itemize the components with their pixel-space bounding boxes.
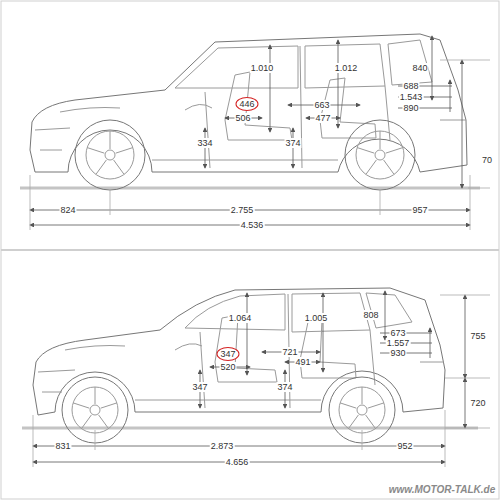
height-dimension: 1.064 [228, 313, 253, 323]
height-dimension: 374 [276, 382, 293, 392]
bottom-car [22, 288, 478, 443]
depth-dimension: 930 [389, 348, 406, 358]
height-dimension: 1.005 [304, 313, 329, 323]
length-dimension: 491 [294, 357, 311, 367]
overhang-dimension: 824 [59, 205, 76, 215]
wheel-spoke [384, 160, 395, 175]
height-dimension: 70 [481, 155, 493, 165]
wheel-spoke [340, 403, 356, 408]
bottom-dimensions [33, 291, 490, 467]
wheel-spoke [362, 387, 363, 404]
wheel-spoke [110, 131, 111, 149]
wheel-spoke [366, 160, 377, 175]
divider [1, 249, 499, 251]
wheelbase-dimension: 2.755 [230, 205, 255, 215]
length-dimension: 721 [281, 347, 298, 357]
watermark: www.MOTOR-TALK.de [388, 485, 496, 495]
top-car [20, 34, 480, 190]
wheel-spoke [357, 148, 374, 154]
wheel-spoke [368, 403, 384, 408]
wheel-spoke [96, 160, 107, 175]
depth-dimension: 688 [402, 81, 419, 91]
wheel-spoke [366, 415, 376, 429]
wheel-spoke [101, 403, 117, 408]
depth-dimension: 1.543 [399, 92, 424, 102]
length-dimension: 663 [313, 100, 330, 110]
wheel-spoke [87, 148, 104, 154]
wheelbase-dimension: 2.873 [210, 441, 235, 451]
height-dimension: 1.010 [250, 63, 275, 73]
depth-dimension: 1.557 [386, 338, 411, 348]
wheel-spoke [99, 415, 109, 429]
overhang-dimension: 831 [54, 441, 71, 451]
length-dimension: 520 [219, 362, 236, 372]
wheel-spoke [348, 415, 358, 429]
wheel-spoke [81, 415, 91, 429]
height-dimension: 720 [469, 398, 486, 408]
depth-dimension: 890 [402, 103, 419, 113]
wheel-spoke [73, 403, 89, 408]
length-dimension: 506 [234, 113, 251, 123]
height-dimension: 755 [469, 331, 486, 341]
height-dimension: 334 [196, 138, 213, 148]
height-dimension: 1.012 [334, 63, 359, 73]
height-dimension: 347 [191, 382, 208, 392]
height-dimension: 840 [411, 63, 428, 73]
wheel-spoke [386, 148, 403, 154]
wheel-spoke [114, 160, 125, 175]
depth-dimension: 673 [389, 328, 406, 338]
circled-dimension: 446 [235, 97, 258, 111]
overall-length: 4.656 [225, 457, 250, 467]
circled-dimension: 347 [216, 347, 239, 361]
overall-length: 4.536 [240, 220, 265, 230]
height-dimension: 808 [362, 310, 379, 320]
overhang-dimension: 952 [396, 441, 413, 451]
length-dimension: 477 [314, 113, 331, 123]
wheel-spoke [95, 387, 96, 404]
height-dimension: 374 [284, 138, 301, 148]
overhang-dimension: 957 [411, 205, 428, 215]
wheel-spoke [116, 148, 133, 154]
top-dimensions [30, 36, 490, 230]
wheel-spoke [380, 131, 381, 149]
